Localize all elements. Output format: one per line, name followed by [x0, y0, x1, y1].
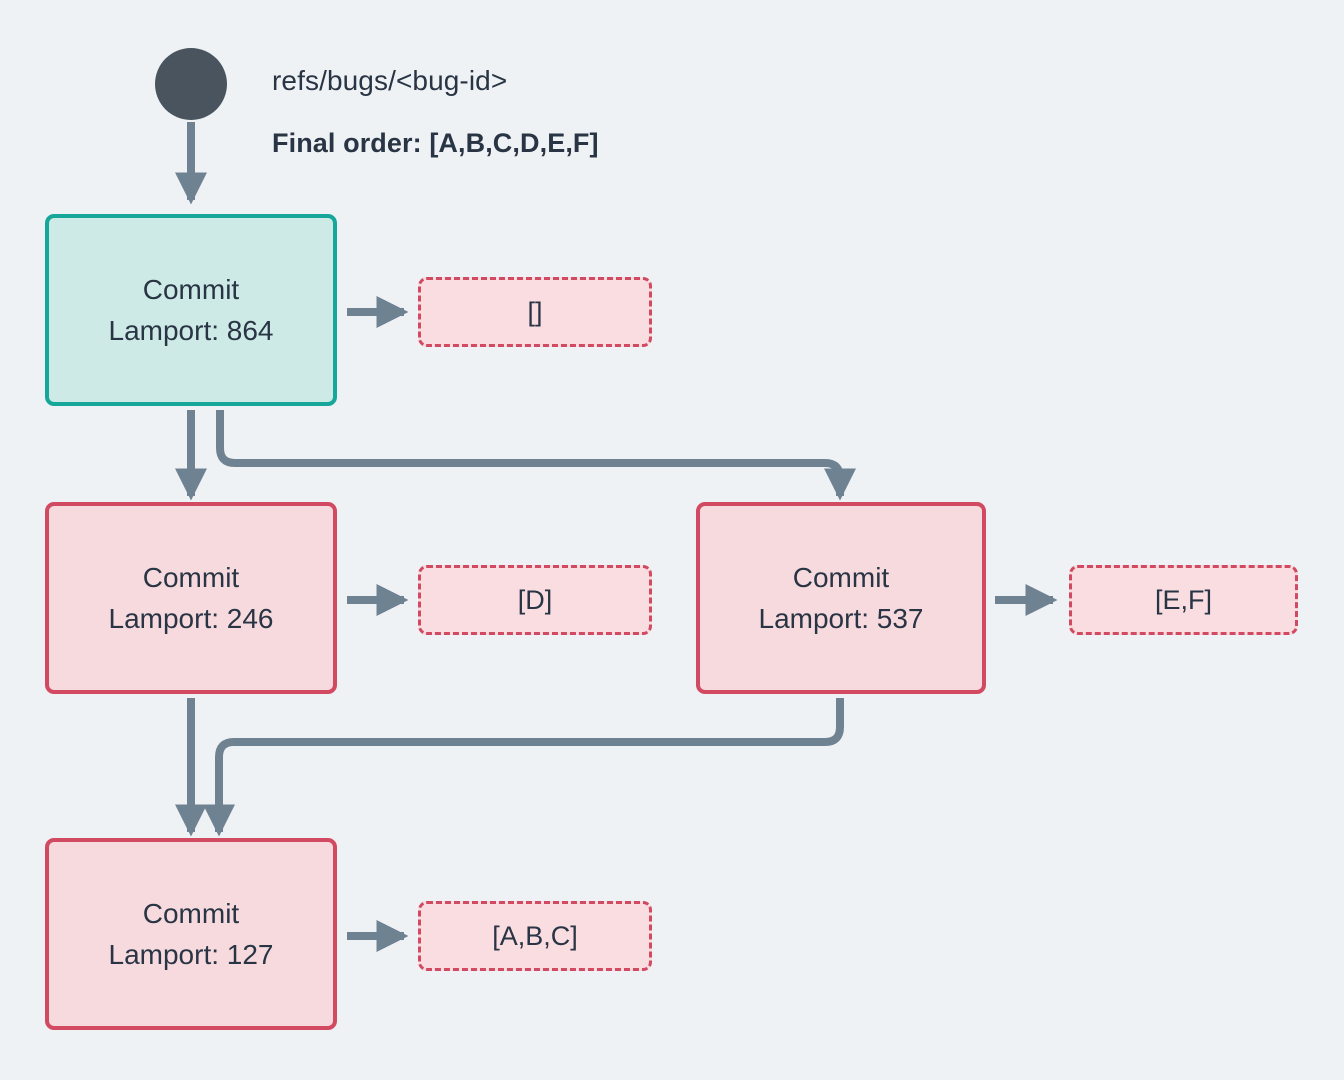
commit-246-line2: Lamport: 246	[108, 603, 274, 634]
commit-864-line1: Commit	[142, 273, 240, 305]
payload-127-label: [A,B,C]	[492, 920, 578, 951]
payload-node-864[interactable]: []	[418, 277, 652, 347]
commit-node-864[interactable]: Commit Lamport: 864	[45, 214, 337, 406]
payload-node-537[interactable]: [E,F]	[1069, 565, 1298, 635]
payload-node-246[interactable]: [D]	[418, 565, 652, 635]
payload-537-label: [E,F]	[1154, 584, 1212, 615]
final-order-label: Final order: [A,B,C,D,E,F]	[272, 128, 599, 158]
commit-537-line2: Lamport: 537	[758, 603, 924, 634]
edge-864-to-537	[216, 410, 856, 501]
commit-537-line1: Commit	[792, 561, 890, 593]
ref-path-label: refs/bugs/<bug-id>	[272, 65, 508, 96]
commit-127-line2: Lamport: 127	[108, 939, 274, 970]
payload-node-127[interactable]: [A,B,C]	[418, 901, 652, 971]
commit-node-127[interactable]: Commit Lamport: 127	[45, 838, 337, 1030]
commit-864-line2: Lamport: 864	[108, 315, 274, 346]
payload-864-label: []	[527, 296, 543, 327]
commit-node-246[interactable]: Commit Lamport: 246	[45, 502, 337, 694]
commit-node-537[interactable]: Commit Lamport: 537	[696, 502, 986, 694]
payload-246-label: [D]	[517, 584, 553, 615]
commit-127-line1: Commit	[142, 897, 240, 929]
ref-root-dot[interactable]	[155, 48, 227, 120]
edge-537-to-127	[203, 698, 844, 837]
commit-246-line1: Commit	[142, 561, 240, 593]
